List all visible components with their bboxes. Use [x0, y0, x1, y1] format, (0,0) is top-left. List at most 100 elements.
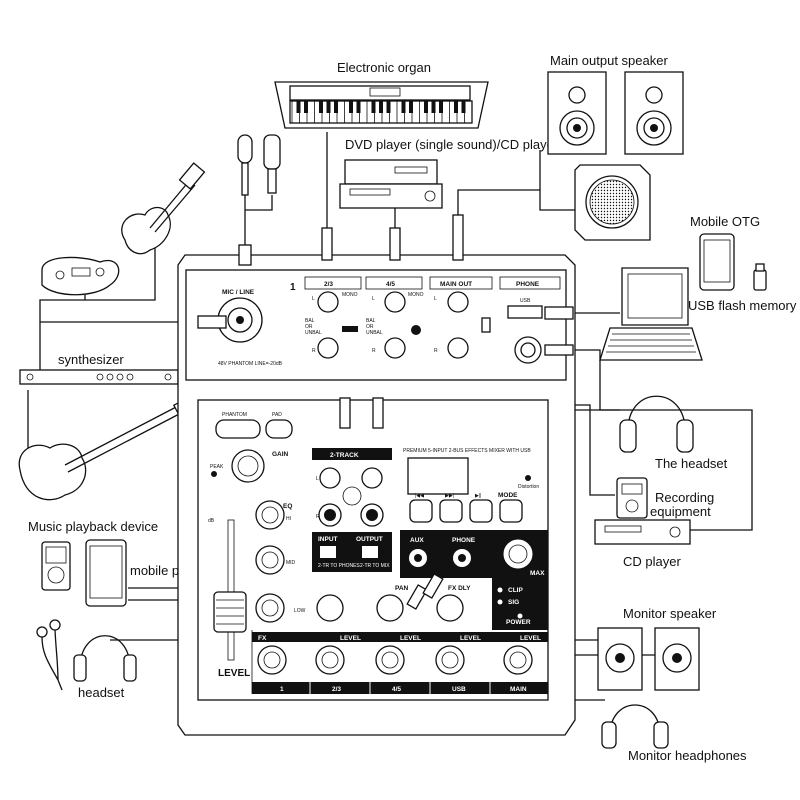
main-output-speakers — [547, 71, 684, 241]
max-label: MAX — [530, 570, 545, 577]
twotrack-l: L — [316, 476, 319, 482]
ch1-low-knob[interactable] — [255, 593, 285, 623]
organ-black-key — [349, 101, 353, 113]
label-the-headset: The headset — [655, 456, 728, 471]
music-playback-device — [41, 539, 127, 607]
rear-main-out-label: MAIN OUT — [440, 281, 472, 288]
dvd-player — [339, 159, 443, 209]
play-pause-button[interactable] — [469, 499, 493, 523]
top-jack-plugs — [238, 214, 464, 266]
rear-ch23-mono: MONO — [342, 292, 358, 298]
sig-label: SIG — [508, 599, 519, 606]
rear-ch45-mono: MONO — [408, 292, 424, 298]
phantom-button[interactable] — [215, 419, 261, 439]
eq-label: EQ — [283, 503, 292, 510]
pad-button[interactable] — [265, 419, 293, 439]
strip-23: 2/3 — [332, 686, 341, 693]
next-button[interactable] — [439, 499, 463, 523]
organ-black-key — [304, 101, 308, 113]
label-synthesizer: synthesizer — [58, 352, 124, 367]
ch1-hi-knob[interactable] — [255, 500, 285, 530]
organ-black-key — [371, 101, 376, 113]
label-monitor-headphones: Monitor headphones — [628, 748, 747, 763]
ch1-level-fader[interactable] — [213, 591, 247, 633]
svg-text:▶▶|: ▶▶| — [445, 493, 454, 499]
ch23-level-knob[interactable] — [315, 645, 345, 675]
mode-label: MODE — [498, 492, 518, 499]
svg-text:▶||: ▶|| — [475, 493, 481, 499]
ch45-pan-knob[interactable] — [376, 594, 404, 622]
organ-black-key — [326, 101, 331, 113]
organ-black-key — [356, 101, 361, 113]
output-label: OUTPUT — [356, 536, 383, 543]
label-mobile-otg: Mobile OTG — [690, 214, 760, 229]
input-label: INPUT — [318, 536, 338, 543]
pan-label: PAN — [395, 585, 409, 592]
mode-button[interactable] — [499, 499, 523, 523]
rear-main-r: R — [434, 348, 438, 354]
db-label: dB — [208, 518, 215, 524]
prev-button[interactable] — [409, 499, 433, 523]
phantom-btn-label: PHANTOM — [222, 412, 247, 418]
label-music-playback: Music playback device — [28, 519, 158, 534]
bal-label-2: BAL — [366, 318, 376, 324]
organ-black-key — [379, 101, 383, 113]
ch1-fx-knob[interactable] — [257, 645, 287, 675]
ch45-level-knob[interactable] — [375, 645, 405, 675]
gain-label: GAIN — [272, 451, 289, 458]
level-label: LEVEL — [218, 668, 250, 679]
tr-phones-label: 2-TR TO PHONES — [318, 563, 360, 569]
main-level-knob[interactable] — [503, 645, 533, 675]
svg-text:|◀◀: |◀◀ — [415, 493, 424, 499]
mixer: MIC / LINE 48V PHANTOM LINE=-20dB 1 2/3 … — [177, 214, 576, 736]
two-track-label: 2-TRACK — [330, 452, 359, 459]
electronic-organ-keyboard — [274, 81, 489, 129]
twotrack-r: R — [316, 514, 320, 520]
label-main-output-speaker: Main output speaker — [550, 53, 668, 68]
tr-mix-label: 2-TR TO MIX — [360, 563, 390, 569]
fx-dly-label: FX DLY — [448, 585, 471, 592]
distortion-label: Distortion — [518, 484, 539, 490]
headset-earbuds — [36, 619, 137, 691]
label-recording-1: Recording — [655, 490, 714, 505]
ch23-pan-knob[interactable] — [316, 594, 344, 622]
tr-phones-switch[interactable] — [320, 546, 336, 558]
power-label: POWER — [506, 619, 531, 626]
phone-volume-knob[interactable] — [502, 538, 534, 570]
hi-label: HI — [286, 516, 291, 522]
tr-mix-switch[interactable] — [362, 546, 378, 558]
laptop — [599, 267, 703, 361]
fx-dly-knob[interactable] — [436, 594, 464, 622]
ch1-mid-knob[interactable] — [255, 545, 285, 575]
mic-line-label: MIC / LINE — [222, 289, 255, 296]
label-dvd-player: DVD player (single sound)/CD player — [345, 137, 559, 152]
electric-guitar-top — [121, 162, 206, 255]
rear-ch45-label: 4/5 — [386, 281, 395, 288]
unbal-label-1: UNBAL — [305, 330, 322, 336]
electric-guitar-bottom — [18, 395, 198, 501]
organ-black-key — [431, 101, 436, 113]
strip-45: 4/5 — [392, 686, 401, 693]
label-electronic-organ: Electronic organ — [337, 60, 431, 75]
level-label-45: LEVEL — [400, 635, 421, 642]
synthesizer-rack — [19, 369, 179, 385]
rear-main-l: L — [434, 296, 437, 302]
low-label: LOW — [294, 608, 306, 614]
gain-knob[interactable] — [231, 449, 265, 483]
rear-usb-label: USB — [520, 298, 531, 304]
organ-black-key — [461, 101, 466, 113]
label-recording-2: equipment — [650, 504, 711, 519]
pad-btn-label: PAD — [272, 412, 282, 418]
effects-pedal — [41, 256, 120, 296]
phantom-note: 48V PHANTOM LINE=-20dB — [218, 361, 283, 367]
peak-label: PEAK — [210, 464, 224, 470]
usb-level-knob[interactable] — [435, 645, 465, 675]
organ-black-key — [401, 101, 406, 113]
or-label-2: OR — [366, 324, 374, 330]
usb-flash-drive — [753, 263, 767, 291]
label-headset: headset — [78, 685, 125, 700]
aux-label: AUX — [410, 537, 424, 544]
rear-ch23-r: R — [312, 348, 316, 354]
microphones — [237, 134, 281, 196]
channel-1-rear: 1 — [290, 282, 296, 293]
